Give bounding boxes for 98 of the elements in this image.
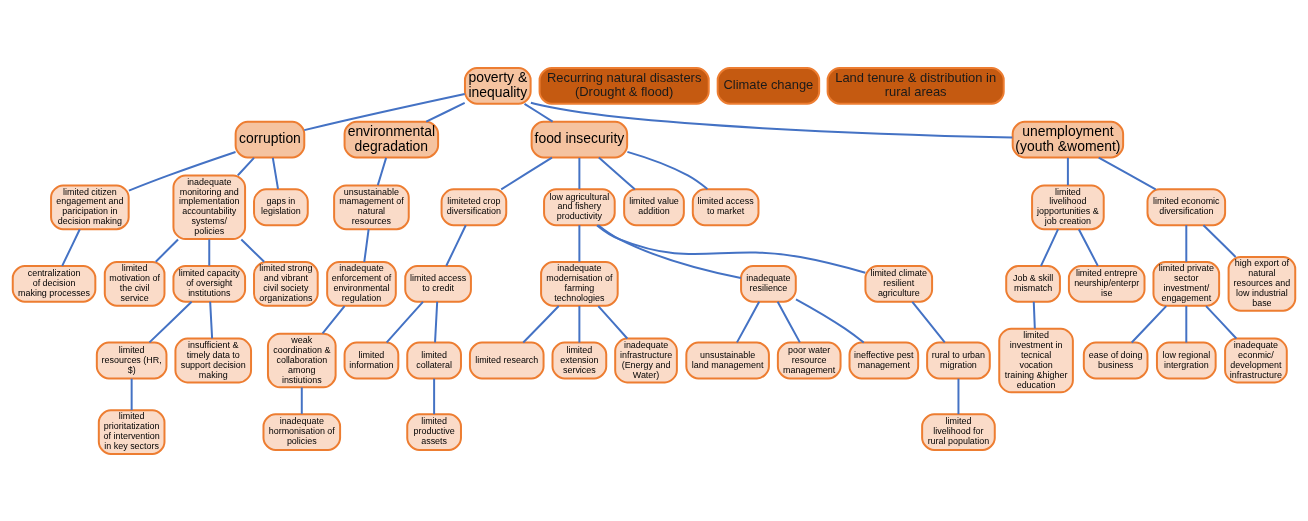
connector — [597, 304, 629, 339]
connector — [209, 300, 214, 339]
connector — [1202, 223, 1237, 258]
node-box: limited strong and vibrant civil society organizations — [253, 260, 319, 307]
node-box: limited extension services — [551, 341, 608, 379]
node-box: inadequate modernisation of farming technologies — [540, 260, 619, 307]
connector — [1040, 227, 1059, 267]
connector — [578, 304, 581, 344]
node-box: limiteted crop diversification — [440, 187, 508, 226]
node-box: weak coordination & collaboration among instiutions — [266, 332, 337, 388]
node-box: Job & skill mismatch — [1005, 264, 1061, 303]
node-box: poor water resource management — [776, 341, 842, 379]
connector — [1185, 304, 1188, 344]
connector — [596, 223, 867, 274]
node-box: limited access to credit — [404, 264, 472, 303]
node-box: insufficient & timely data to support decision making — [174, 337, 253, 383]
connector — [626, 150, 709, 190]
node-box: low regional intergration — [1155, 341, 1217, 379]
connector — [433, 377, 436, 415]
connector — [240, 238, 266, 263]
connector — [321, 304, 346, 334]
node-box: limited information — [343, 341, 400, 379]
connector — [597, 223, 742, 279]
node-box: limited value addition — [623, 187, 685, 226]
node-box: inadequate hormonisation of policies — [262, 412, 342, 451]
connector — [597, 156, 636, 190]
connector — [363, 227, 370, 263]
connector — [425, 101, 466, 123]
node-box: unsustainable land management — [685, 341, 770, 379]
node-box: limited motivation of the civil service — [103, 260, 166, 307]
node-box: high export of natural resources and low industrial base — [1227, 255, 1297, 312]
node-box: limited prioritatization of intervention in key sectors — [97, 408, 166, 455]
node-box: limited climate resilient agriculture — [864, 264, 934, 303]
connector — [434, 300, 439, 343]
node-box: limited collateral — [406, 341, 462, 379]
connector — [303, 92, 466, 131]
connector — [776, 300, 801, 343]
node-box: centralization of decision making processes — [11, 264, 97, 303]
node-box: limited citizen engagement and paricipation in decision making — [50, 183, 130, 230]
node-box: inadequate econmic/ development infrastructure — [1224, 337, 1288, 383]
node-box: limited livelihood for rural population — [921, 412, 996, 451]
connector — [736, 300, 761, 343]
connector — [385, 300, 424, 343]
node-box: ease of doing business — [1082, 341, 1149, 379]
node-box: corruption — [234, 120, 306, 159]
connector — [154, 238, 180, 263]
node-box: limited entrepreneurship/enterprise — [1067, 264, 1146, 303]
node-box: unsustainable mamagement of natural resources — [333, 183, 410, 230]
connector — [578, 223, 581, 263]
node-box: limited economic diversification — [1146, 187, 1227, 226]
connector — [1032, 300, 1036, 330]
connector — [271, 156, 279, 190]
connector — [957, 377, 960, 415]
connector — [236, 156, 255, 176]
connector — [148, 300, 193, 343]
node-box: Recurring natural disasters (Drought & flood) — [538, 66, 710, 105]
node-box: limited productive assets — [406, 412, 462, 451]
node-box: limited access to market — [691, 187, 760, 226]
node-box: Land tenure & distribution in rural areas — [826, 66, 1005, 105]
node-box: inadequate enforcement of environmental regulation — [326, 260, 397, 307]
connector — [1066, 156, 1069, 186]
node-box: poverty & inequality — [463, 66, 532, 105]
node-box: inadequate monitoring and implementation accountability systems/ policies — [172, 173, 247, 240]
connector — [1077, 227, 1099, 267]
node-box: environmental degradation — [343, 120, 440, 159]
node-box: limited livelihood jopportunities & job creation — [1031, 183, 1105, 230]
connector — [522, 304, 560, 344]
connector — [1130, 304, 1168, 344]
connector — [1185, 223, 1188, 263]
connector — [445, 223, 467, 267]
node-box: ineffective pest management — [848, 341, 920, 379]
connector — [130, 377, 133, 411]
connector — [127, 150, 237, 192]
connector — [911, 300, 946, 343]
node-box: limited research — [468, 341, 545, 379]
node-box: limited private sector investment/ engagement — [1152, 260, 1221, 307]
connector — [523, 102, 554, 123]
node-box: Climate change — [716, 66, 821, 105]
connector — [500, 156, 553, 190]
connector — [1205, 304, 1238, 339]
connector — [578, 156, 581, 190]
connector — [61, 227, 81, 267]
node-box: limited capacity of oversight institutions — [172, 264, 247, 303]
connector — [376, 156, 388, 186]
connector — [795, 297, 865, 344]
node-box: unemployment (youth &woment) — [1011, 120, 1125, 159]
node-box: limited resources (HR, $) — [95, 341, 168, 379]
connector — [208, 238, 211, 267]
node-box: food insecurity — [530, 120, 629, 159]
node-box: gaps in legislation — [253, 187, 309, 226]
connector — [300, 385, 303, 415]
node-box: inadequate infrastructure (Energy and Water) — [614, 337, 678, 383]
connector — [529, 101, 1014, 139]
node-box: rural to urban migration — [926, 341, 991, 379]
node-box: limited investment in tecnical vocation training &higher education — [998, 327, 1074, 393]
connector — [1097, 156, 1157, 190]
node-box: low agricultural and fishery productivity — [543, 187, 616, 226]
node-box: inadequate resilience — [740, 264, 797, 303]
